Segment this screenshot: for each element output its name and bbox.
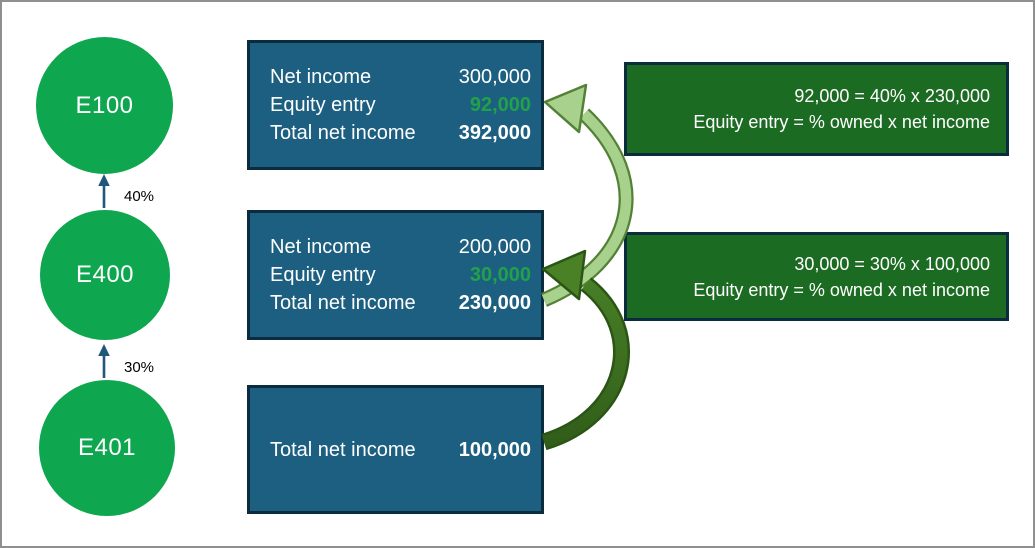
equity-flow-arrow-dark-icon [541, 249, 630, 451]
equity-entry-value: 30,000 [469, 264, 531, 286]
entity-circle-e400: E400 [40, 210, 170, 340]
ownership-arrow-icon-30 [98, 344, 110, 378]
income-row-label: Net income [270, 66, 372, 88]
callout-equation: 92,000 = 40% x 230,000 [794, 86, 990, 106]
total-net-income-value: 100,000 [458, 438, 531, 461]
income-row-value: 300,000 [458, 66, 531, 88]
income-row: Total net income 230,000 [270, 289, 531, 317]
equity-formula-callout-bottom: 30,000 = 30% x 100,000 Equity entry = % … [624, 232, 1009, 321]
income-row: Equity entry 92,000 [270, 91, 531, 119]
income-row-label: Net income [270, 236, 372, 258]
callout-formula: Equity entry = % owned x net income [693, 279, 990, 300]
income-row: Total net income 100,000 [270, 436, 531, 464]
ownership-percent-label-30: 30% [124, 359, 155, 376]
equity-entry-value: 92,000 [469, 94, 531, 116]
income-row-label: Total net income [270, 122, 416, 144]
equity-flow-arrow-light-icon [541, 83, 634, 307]
income-row: Net income 200,000 [270, 233, 531, 261]
income-row-label: Equity entry [270, 94, 376, 116]
callout-formula: Equity entry = % owned x net income [693, 112, 990, 132]
income-box-e100: Net income 300,000 Equity entry 92,000 T… [247, 40, 544, 170]
income-row: Net income 300,000 [270, 63, 531, 91]
income-row-label: Equity entry [270, 264, 376, 286]
income-box-e401: Total net income 100,000 [247, 385, 544, 514]
income-box-e400: Net income 200,000 Equity entry 30,000 T… [247, 210, 544, 340]
income-row: Equity entry 30,000 [270, 261, 531, 289]
income-row: Total net income 392,000 [270, 119, 531, 147]
ownership-percent-label-40: 40% [124, 188, 155, 205]
equity-formula-callout-top: 92,000 = 40% x 230,000 Equity entry = % … [624, 62, 1009, 156]
entity-label-e100: E100 [75, 91, 134, 119]
entity-circle-e401: E401 [39, 380, 175, 516]
entity-circle-e100: E100 [36, 37, 173, 174]
entity-label-e400: E400 [75, 261, 135, 288]
total-net-income-value: 392,000 [458, 122, 531, 144]
income-row-value: 200,000 [458, 236, 531, 258]
ownership-arrow-icon-40 [98, 174, 110, 208]
callout-equation: 30,000 = 30% x 100,000 [794, 253, 990, 274]
total-net-income-value: 230,000 [458, 292, 531, 314]
income-row-label: Total net income [270, 438, 416, 461]
income-row-label: Total net income [270, 292, 416, 314]
entity-label-e401: E401 [77, 434, 137, 461]
